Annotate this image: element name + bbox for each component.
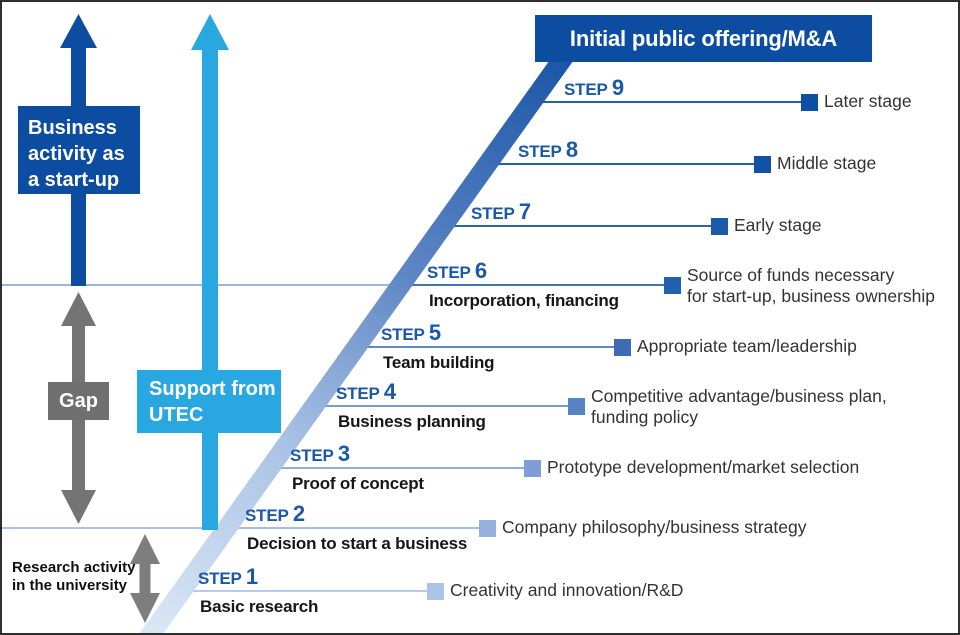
step-9-number: 9 xyxy=(611,75,624,100)
step-3-marker xyxy=(524,460,541,477)
step-3-label: STEP 3 xyxy=(290,442,350,468)
utec-support-box: Support from UTEC xyxy=(137,370,281,433)
research-activity-label: Research activity in the university xyxy=(12,559,135,595)
step-9-word: STEP xyxy=(564,80,612,99)
step-5-word: STEP xyxy=(381,325,429,344)
utec-support-arrow-head xyxy=(191,14,229,50)
step-8-stage-label: Middle stage xyxy=(777,154,876,173)
step-6-number: 6 xyxy=(474,258,487,283)
step-1-stage-text-line: Creativity and innovation/R&D xyxy=(450,580,684,600)
step-1-number: 1 xyxy=(245,564,258,589)
step-7-word: STEP xyxy=(471,204,519,223)
step-2-stage-text-line: Company philosophy/business strategy xyxy=(502,517,807,537)
business-activity-arrow-head xyxy=(60,14,97,48)
step-8-number: 8 xyxy=(565,137,578,162)
step-4-sublabel: Business planning xyxy=(338,412,486,431)
step-4-label: STEP 4 xyxy=(336,380,396,406)
step-6-extension-line xyxy=(2,284,401,286)
step-4-stage-label: Competitive advantage/business plan,fund… xyxy=(591,386,887,428)
step-6-label: STEP 6 xyxy=(427,259,487,285)
step-6-sublabel: Incorporation, financing xyxy=(429,291,619,310)
step-4-marker xyxy=(568,398,585,415)
step-9-line xyxy=(538,101,809,103)
step-3-stage-label: Prototype development/market selection xyxy=(547,458,859,477)
step-3-number: 3 xyxy=(337,441,350,466)
step-4-number: 4 xyxy=(383,379,396,404)
research-arrow-head-down xyxy=(130,593,160,623)
step-5-label: STEP 5 xyxy=(381,321,441,347)
step-6-word: STEP xyxy=(427,263,475,282)
gap-arrow-head-up xyxy=(61,292,96,326)
research-activity-line2: in the university xyxy=(12,577,128,594)
step-5-sublabel: Team building xyxy=(383,353,495,372)
gap-box: Gap xyxy=(48,382,109,420)
step-9-marker xyxy=(801,94,818,111)
gap-label: Gap xyxy=(59,389,98,412)
utec-support-line2: UTEC xyxy=(149,404,204,426)
step-4-stage-text-line: funding policy xyxy=(591,407,699,427)
research-activity-line1: Research activity xyxy=(12,559,136,576)
step-5-stage-label: Appropriate team/leadership xyxy=(637,337,857,356)
step-4-stage-text-line: Competitive advantage/business plan, xyxy=(591,386,887,406)
step-9-stage-label: Later stage xyxy=(824,92,912,111)
step-1-word: STEP xyxy=(198,569,246,588)
utec-support-arrow-shaft xyxy=(202,48,218,530)
business-activity-line3: a start-up xyxy=(28,169,120,191)
step-8-line xyxy=(492,163,762,165)
business-activity-line1: Business xyxy=(28,117,117,139)
step-6-marker xyxy=(664,277,681,294)
step-3-sublabel: Proof of concept xyxy=(292,474,424,493)
step-7-stage-text-line: Early stage xyxy=(734,215,822,235)
step-7-line xyxy=(445,225,719,227)
step-7-label: STEP 7 xyxy=(471,200,531,226)
step-1-sublabel: Basic research xyxy=(200,597,319,616)
step-2-marker xyxy=(479,520,496,537)
step-7-stage-label: Early stage xyxy=(734,216,822,235)
step-8-marker xyxy=(754,156,771,173)
step-2-stage-label: Company philosophy/business strategy xyxy=(502,518,806,537)
step-2-label: STEP 2 xyxy=(245,502,305,528)
step-1-stage-label: Creativity and innovation/R&D xyxy=(450,581,683,600)
step-2-extension-line xyxy=(2,527,219,529)
step-5-stage-text-line: Appropriate team/leadership xyxy=(637,336,857,356)
step-2-sublabel: Decision to start a business xyxy=(247,534,468,553)
step-4-word: STEP xyxy=(336,384,384,403)
business-activity-box: Business activity as a start-up xyxy=(18,106,140,194)
step-7-marker xyxy=(711,218,728,235)
utec-support-line1: Support from xyxy=(149,378,276,400)
ipo-label: Initial public offering/M&A xyxy=(569,25,838,51)
gap-arrow-head-down xyxy=(61,490,96,524)
step-3-stage-text-line: Prototype development/market selection xyxy=(547,457,860,477)
step-8-stage-text-line: Middle stage xyxy=(777,153,877,173)
step-9-stage-text-line: Later stage xyxy=(824,91,912,111)
business-activity-line2: activity as xyxy=(28,143,125,165)
step-5-marker xyxy=(614,339,631,356)
research-arrow-shaft xyxy=(139,560,151,598)
step-6-stage-text-line: for start-up, business ownership xyxy=(687,286,936,306)
step-7-number: 7 xyxy=(518,199,531,224)
ipo-box: Initial public offering/M&A xyxy=(535,15,872,62)
step-8-label: STEP 8 xyxy=(518,138,578,164)
step-5-number: 5 xyxy=(428,320,441,345)
step-9-label: STEP 9 xyxy=(564,76,624,102)
step-1-label: STEP 1 xyxy=(198,565,258,591)
step-2-word: STEP xyxy=(245,506,293,525)
step-8-word: STEP xyxy=(518,142,566,161)
step-1-marker xyxy=(427,583,444,600)
step-3-word: STEP xyxy=(290,446,338,465)
step-6-stage-text-line: Source of funds necessary xyxy=(687,265,895,285)
step-2-number: 2 xyxy=(292,501,305,526)
